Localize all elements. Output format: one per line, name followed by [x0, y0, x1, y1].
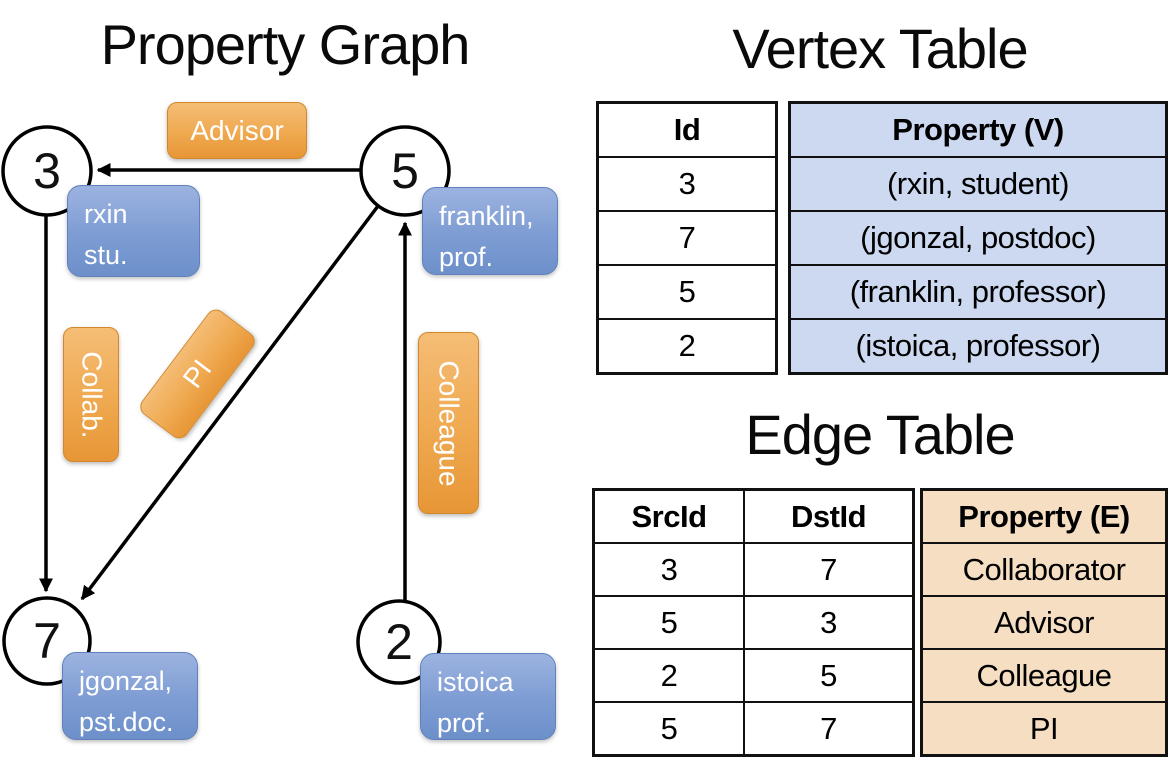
vertex-table-id-cell: 2 — [678, 328, 696, 363]
edge-table-srcid-cell: 5 — [660, 710, 678, 746]
node-id-3: 3 — [33, 143, 61, 199]
vertex-prop-franklin-line1: franklin, — [439, 201, 534, 231]
edge-table-dstid-cell: 3 — [743, 597, 912, 648]
vertex-table-header-id: Id — [673, 112, 701, 147]
edge-label-colleague: Colleague — [418, 332, 479, 514]
edge-table-header-srcid: SrcId — [631, 498, 707, 534]
vertex-prop-jgonzal-line2: pst.doc. — [79, 706, 174, 737]
edge-table-dstid-cell: 7 — [743, 544, 912, 595]
edge-label-advisor: Advisor — [167, 102, 307, 159]
vertex-prop-jgonzal-line1: jgonzal, — [79, 666, 173, 696]
edge-table-property-cell: PI — [1029, 710, 1059, 746]
edge-table-id-columns: SrcId DstId 3 7 5 3 2 5 5 7 — [592, 488, 915, 757]
edge-table-srcid-cell: 3 — [660, 551, 678, 587]
vertex-table-property-cell: (rxin, student) — [886, 166, 1070, 201]
vertex-prop-box-franklin: franklin, prof. — [422, 187, 558, 275]
vertex-table-id-cell: 5 — [678, 274, 696, 309]
edge-label-advisor-text: Advisor — [190, 114, 284, 146]
vertex-prop-box-istoica: istoica prof. — [420, 653, 556, 740]
vertex-table-id-cell: 3 — [678, 166, 696, 201]
node-id-5: 5 — [391, 143, 419, 199]
vertex-table-id-cell: 7 — [678, 220, 696, 255]
node-circle-2 — [356, 599, 442, 685]
edge-table-srcid-cell: 2 — [660, 657, 678, 693]
vertex-table-header-property: Property (V) — [892, 112, 1064, 147]
vertex-prop-box-rxin: rxin stu. — [67, 185, 200, 277]
edge-table-dstid-cell: 7 — [743, 703, 912, 754]
graph-edges-canvas — [1, 125, 451, 686]
node-id-7: 7 — [33, 613, 61, 669]
edge-label-collab-text: Collab. — [76, 350, 107, 439]
edge-label-colleague-text: Colleague — [433, 359, 465, 487]
vertex-table-id-column: Id 3 7 5 2 — [596, 101, 778, 375]
edge-table-header-property: Property (E) — [958, 498, 1130, 534]
edge-table-srcid-cell: 5 — [660, 604, 678, 640]
edge-table-property-cell: Advisor — [994, 604, 1094, 640]
node-id-2: 2 — [385, 614, 413, 670]
vertex-table-property-cell: (istoica, professor) — [855, 328, 1101, 363]
edge-label-pi-text: PI — [176, 353, 218, 394]
vertex-table-title: Vertex Table — [732, 17, 1028, 80]
edge-table-property-column: Property (E) Collaborator Advisor Collea… — [920, 488, 1168, 757]
edge-table-dstid-cell: 5 — [743, 650, 912, 701]
edge-table-property-cell: Collaborator — [962, 551, 1126, 587]
edge-table-header-dstid: DstId — [743, 491, 912, 542]
vertex-table-property-column: Property (V) (rxin, student) (jgonzal, p… — [788, 101, 1168, 375]
vertex-table-property-cell: (jgonzal, postdoc) — [860, 220, 1096, 255]
property-graph-title: Property Graph — [100, 13, 471, 76]
vertex-prop-box-jgonzal: jgonzal, pst.doc. — [62, 652, 198, 740]
edge-arrow-pi-5-to-7 — [80, 204, 380, 601]
vertex-prop-franklin-line2: prof. — [439, 241, 494, 272]
vertex-prop-istoica-line2: prof. — [437, 707, 492, 738]
vertex-prop-rxin-line1: rxin — [84, 199, 128, 229]
vertex-prop-rxin-line2: stu. — [84, 239, 128, 270]
vertex-prop-istoica-line1: istoica — [437, 667, 514, 697]
edge-table-property-cell: Colleague — [976, 657, 1112, 693]
vertex-table-property-cell: (franklin, professor) — [849, 274, 1107, 309]
edge-label-collab: Collab. — [63, 327, 119, 462]
edge-table-title: Edge Table — [745, 403, 1015, 466]
